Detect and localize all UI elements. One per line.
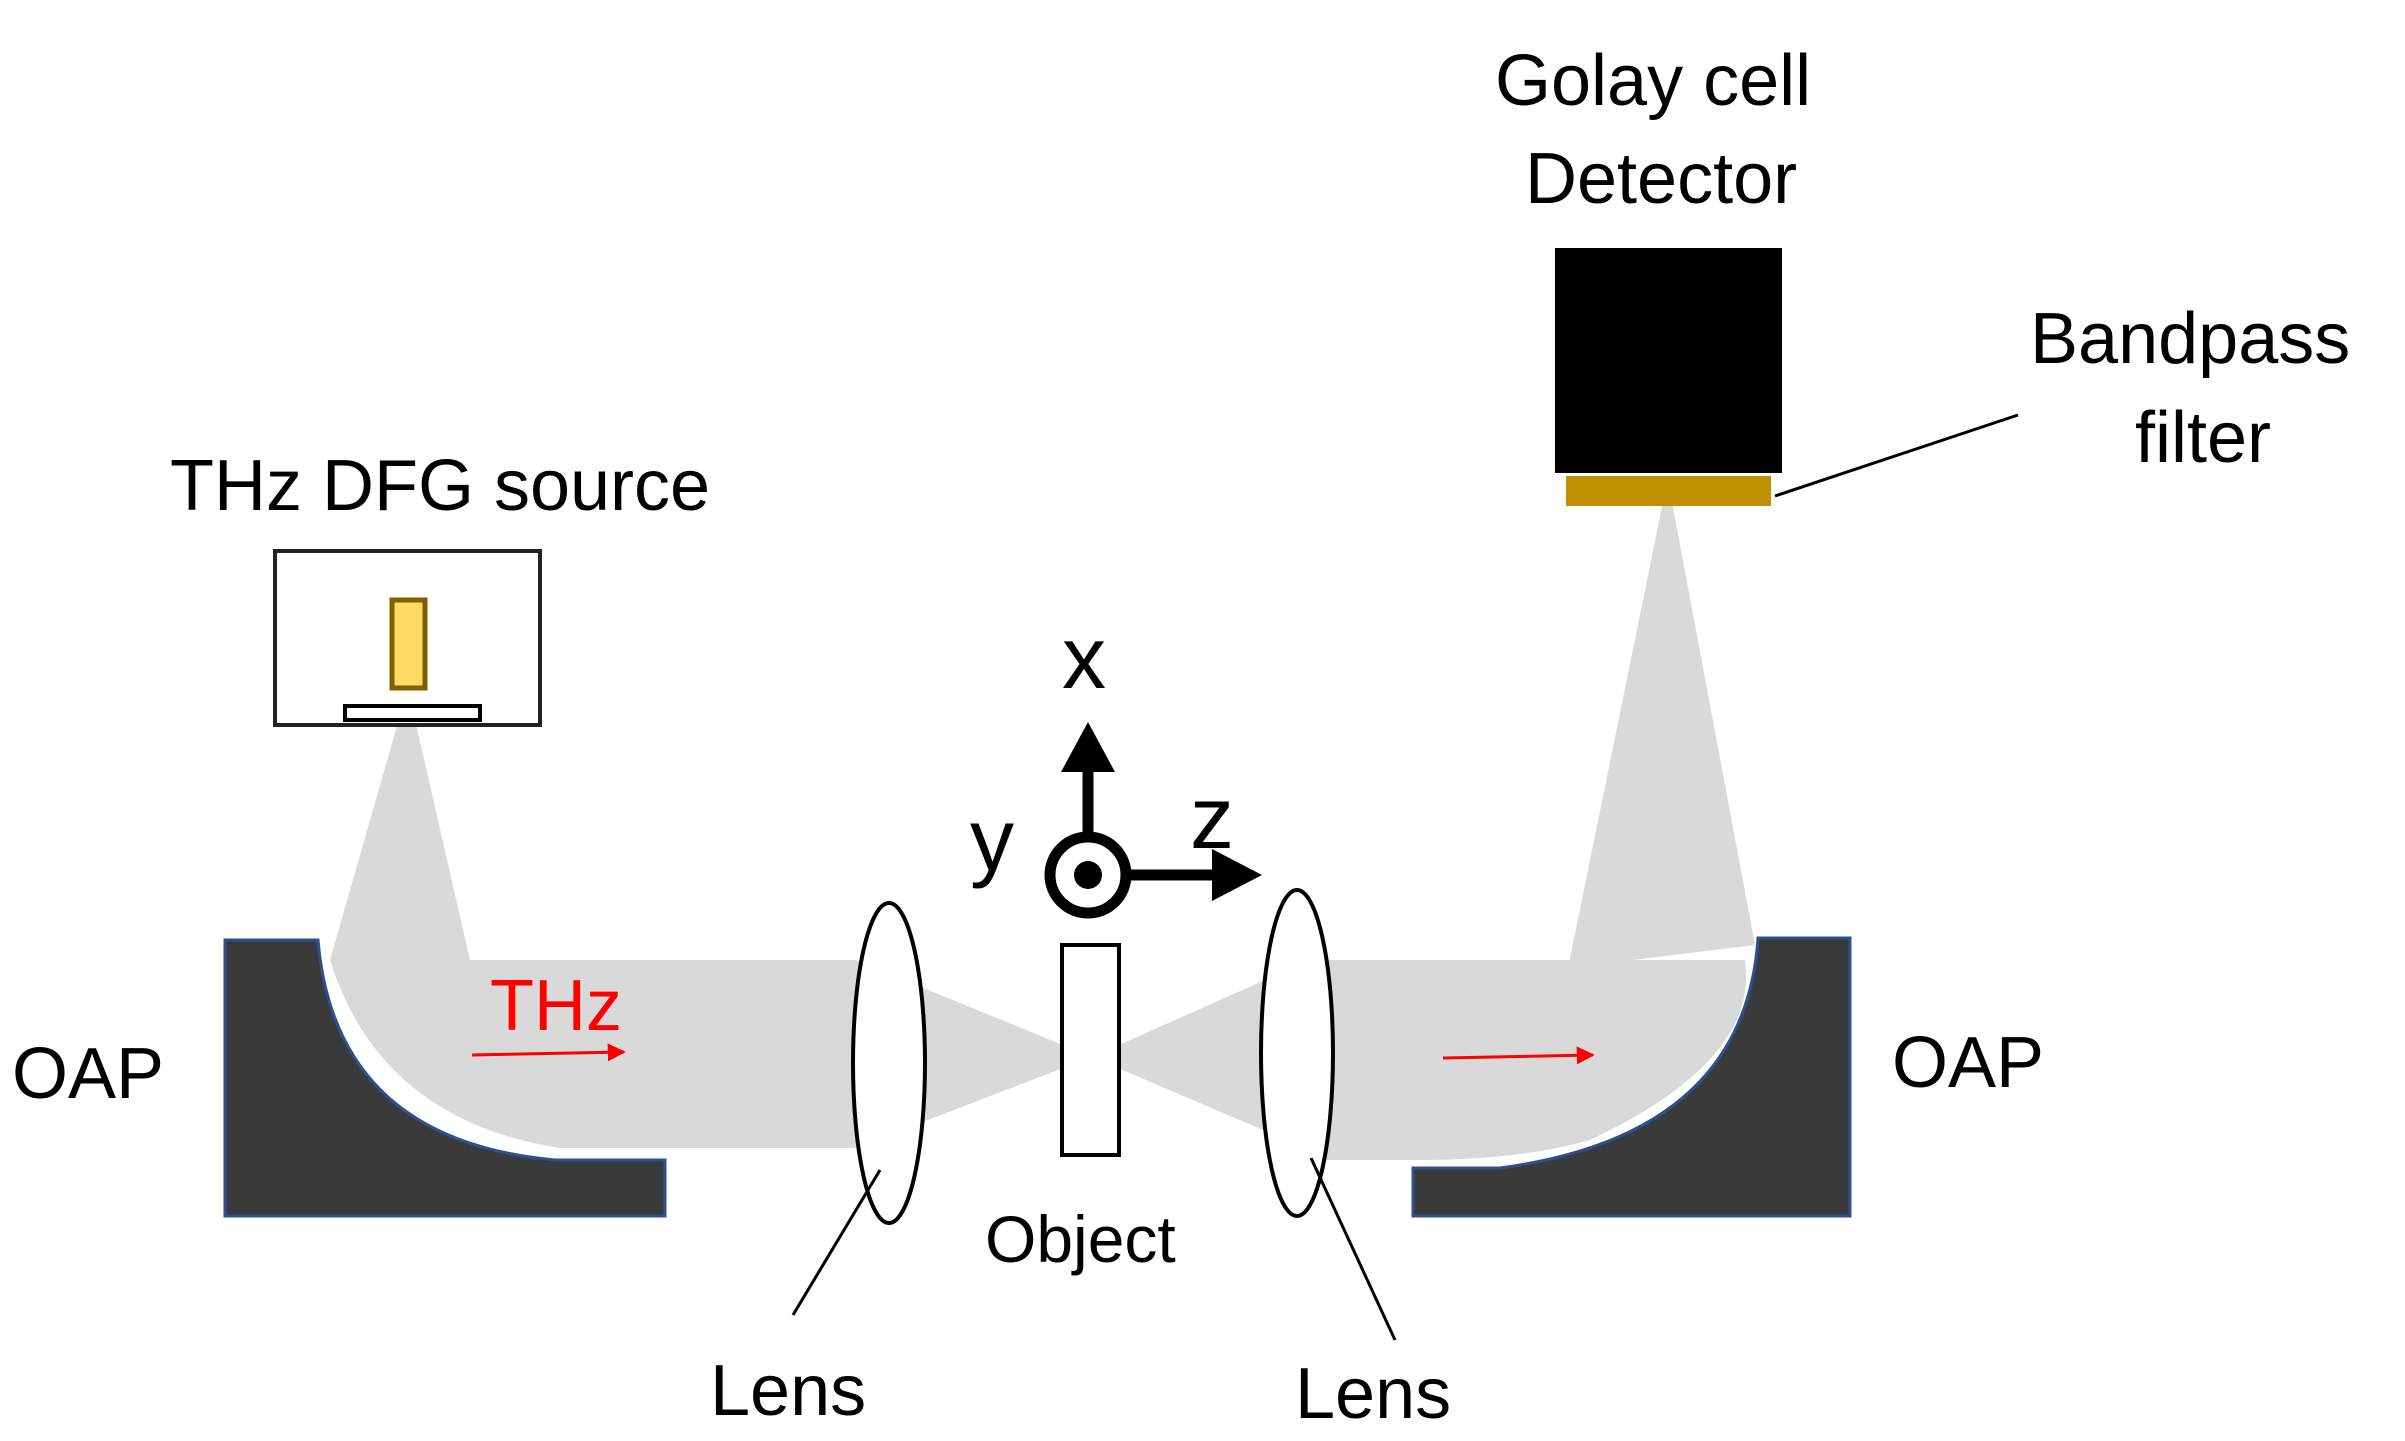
object-slab bbox=[1060, 943, 1121, 1157]
right-oap-label: OAP bbox=[1892, 1023, 2044, 1103]
golay-cell-detector bbox=[1555, 248, 2019, 506]
thz-beam-path bbox=[330, 502, 1755, 1160]
filter-label-line1: Bandpass bbox=[2030, 299, 2350, 379]
detector-label-line2: Detector bbox=[1525, 139, 1797, 219]
object-label: Object bbox=[985, 1202, 1176, 1276]
thz-dfg-source bbox=[273, 549, 542, 727]
z-axis-arrowhead bbox=[1212, 849, 1262, 901]
thz-label: THz bbox=[490, 966, 622, 1046]
filter-label-line2: filter bbox=[2135, 398, 2271, 478]
thz-direction-arrow-left bbox=[471, 1043, 626, 1062]
right-lens-label: Lens bbox=[1295, 1354, 1451, 1434]
crystal-mount bbox=[343, 704, 482, 722]
right-focus-cone bbox=[1092, 960, 1310, 1150]
right-collimated-beam bbox=[1310, 960, 1747, 1160]
axis-z-label: z bbox=[1190, 768, 1234, 867]
left-oap-label: OAP bbox=[12, 1034, 164, 1114]
coordinate-axes bbox=[1044, 722, 1262, 919]
thz-direction-arrow-right bbox=[1442, 1046, 1595, 1065]
axis-y-label: y bbox=[970, 790, 1014, 889]
right-lens bbox=[1259, 888, 1335, 1218]
axis-x-label: x bbox=[1062, 608, 1106, 707]
dfg-crystal bbox=[389, 597, 428, 691]
left-oap-mirror bbox=[223, 938, 667, 1218]
filter-leader-line bbox=[1774, 413, 2019, 498]
right-lens-leader-line bbox=[1309, 1157, 1397, 1341]
left-lens-leader-line bbox=[791, 1169, 882, 1316]
right-oap-mirror bbox=[1411, 936, 1852, 1218]
left-lens-label: Lens bbox=[710, 1351, 866, 1431]
y-axis-dot bbox=[1074, 861, 1102, 889]
detector-body bbox=[1555, 248, 1782, 473]
bandpass-filter bbox=[1566, 476, 1771, 506]
source-label: THz DFG source bbox=[170, 446, 710, 526]
detector-label-line1: Golay cell bbox=[1495, 41, 1811, 121]
left-lens bbox=[851, 901, 927, 1225]
x-axis-arrowhead bbox=[1061, 722, 1115, 772]
source-beam-cone bbox=[330, 698, 470, 960]
detector-beam-cone bbox=[1568, 502, 1755, 968]
